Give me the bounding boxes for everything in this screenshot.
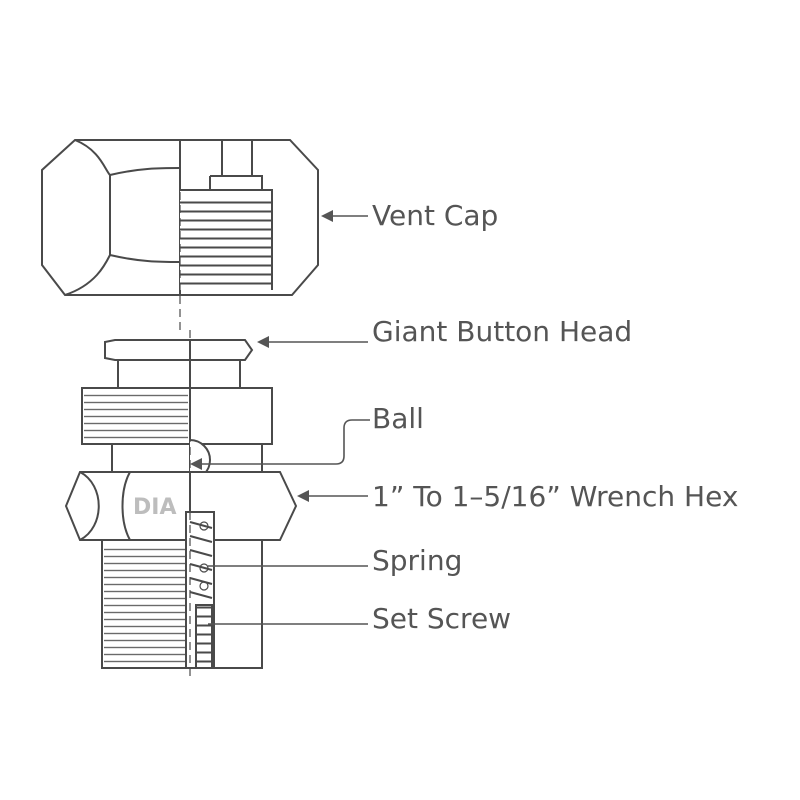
leader-vent-cap bbox=[321, 210, 368, 222]
spring bbox=[189, 521, 213, 599]
label-ball: Ball bbox=[372, 402, 424, 435]
label-wrench-hex: 1” To 1–5/16” Wrench Hex bbox=[372, 480, 738, 513]
vent-cap bbox=[41, 139, 319, 330]
label-giant-button-head: Giant Button Head bbox=[372, 315, 632, 348]
fitting-body: DIA bbox=[64, 330, 298, 680]
label-spring: Spring bbox=[372, 544, 462, 577]
label-set-screw: Set Screw bbox=[372, 602, 511, 635]
set-screw bbox=[195, 604, 213, 669]
label-vent-cap: Vent Cap bbox=[372, 199, 498, 232]
logo-text: DIA bbox=[133, 495, 176, 520]
leader-giant-button-head bbox=[257, 336, 368, 348]
leader-ball bbox=[190, 419, 370, 470]
leader-wrench-hex bbox=[297, 490, 368, 502]
